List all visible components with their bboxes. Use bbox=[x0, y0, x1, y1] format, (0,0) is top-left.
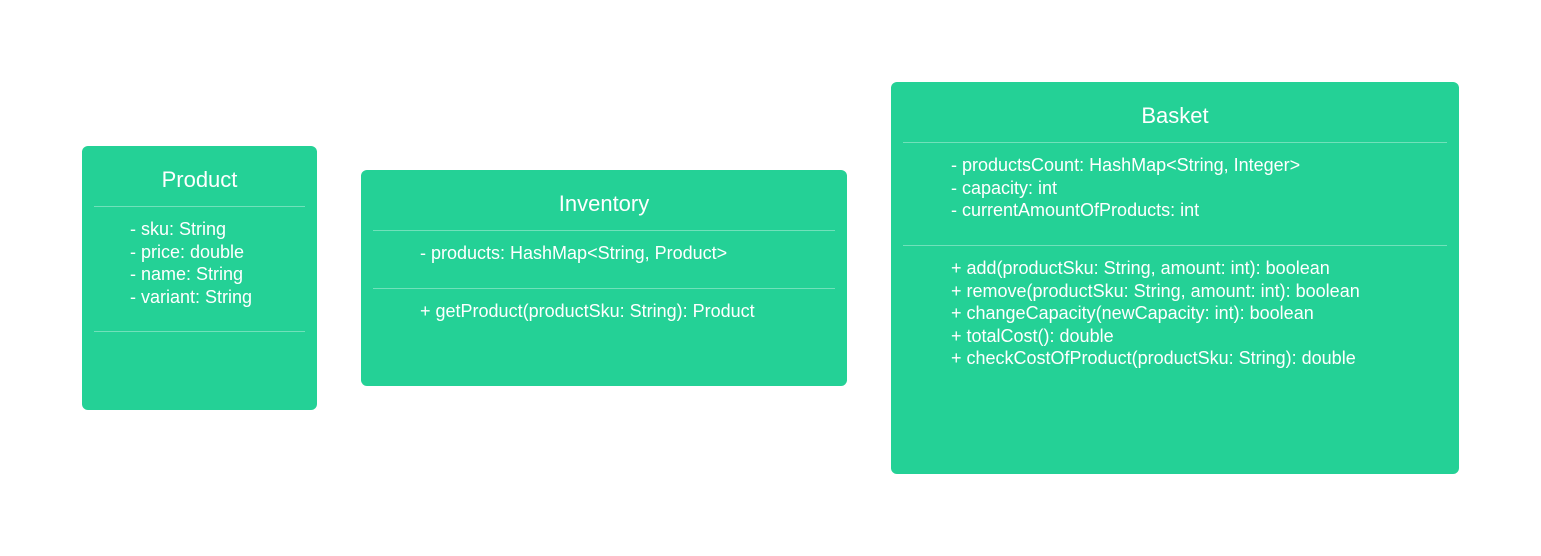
class-basket[interactable]: Basket - productsCount: HashMap<String, … bbox=[891, 82, 1459, 474]
class-title: Inventory bbox=[558, 191, 650, 216]
divider bbox=[94, 206, 305, 207]
attribute-item: - price: double bbox=[130, 241, 245, 262]
attribute-item: - variant: String bbox=[130, 286, 253, 307]
divider bbox=[373, 230, 835, 231]
attribute-item: - sku: String bbox=[130, 219, 227, 239]
operation-item: + add(productSku: String, amount: int): … bbox=[951, 258, 1330, 278]
class-product[interactable]: Product - sku: String - price: double - … bbox=[82, 146, 317, 410]
attributes-list: - productsCount: HashMap<String, Integer… bbox=[951, 154, 1300, 222]
attribute-item: - capacity: int bbox=[951, 177, 1058, 198]
class-title: Basket bbox=[1141, 103, 1209, 128]
operation-item: + totalCost(): double bbox=[951, 325, 1114, 346]
attribute-item: - currentAmountOfProducts: int bbox=[951, 200, 1200, 220]
operations-list: + add(productSku: String, amount: int): … bbox=[951, 257, 1360, 370]
attributes-list: - sku: String - price: double - name: St… bbox=[130, 218, 252, 308]
attribute-item: - products: HashMap<String, Product> bbox=[420, 243, 728, 263]
attribute-item: - name: String bbox=[130, 264, 244, 284]
divider bbox=[94, 331, 305, 332]
operations-list: + getProduct(productSku: String): Produc… bbox=[420, 300, 755, 323]
class-inventory[interactable]: Inventory - products: HashMap<String, Pr… bbox=[361, 170, 847, 386]
divider bbox=[373, 288, 835, 289]
divider bbox=[903, 245, 1447, 246]
operation-item: + getProduct(productSku: String): Produc… bbox=[420, 301, 755, 321]
operation-item: + checkCostOfProduct(productSku: String)… bbox=[951, 348, 1356, 368]
divider bbox=[903, 142, 1447, 143]
operation-item: + remove(productSku: String, amount: int… bbox=[951, 280, 1360, 301]
attribute-item: - productsCount: HashMap<String, Integer… bbox=[951, 155, 1301, 175]
class-title: Product bbox=[161, 167, 238, 192]
attributes-list: - products: HashMap<String, Product> bbox=[420, 242, 727, 265]
operation-item: + changeCapacity(newCapacity: int): bool… bbox=[951, 303, 1314, 323]
